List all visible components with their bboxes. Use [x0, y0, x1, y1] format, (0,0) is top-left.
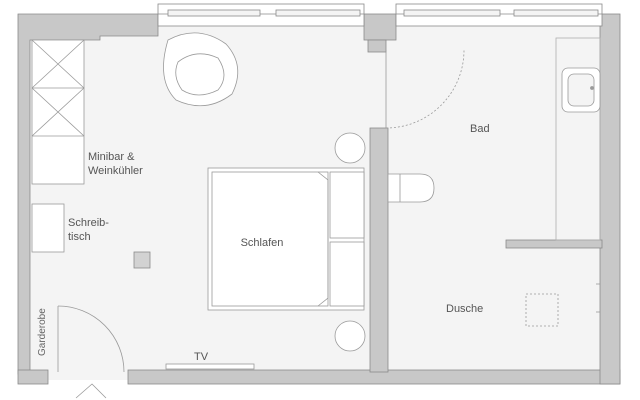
- armchair: [163, 32, 239, 107]
- bed: [207, 167, 365, 311]
- vanity: [555, 37, 601, 241]
- furniture-label-minibar: Minibar & Weinkühler: [88, 151, 143, 177]
- outer-walls: [17, 13, 621, 385]
- partition-walls: [369, 127, 603, 373]
- room-label-bathroom: Bad: [470, 123, 490, 135]
- toilet: [387, 173, 435, 203]
- furniture-label-desk: Schreib- tisch: [68, 217, 109, 243]
- shower-fixture: [596, 283, 600, 313]
- desk: [31, 203, 65, 253]
- window-left: [157, 3, 365, 27]
- entrance-door: [57, 305, 125, 373]
- bathroom-door: [385, 49, 465, 129]
- stool: [133, 251, 151, 269]
- entrance-arrow-icon: [75, 383, 107, 399]
- furniture-label-wardrobe: Garderobe: [37, 308, 48, 356]
- shower-drain: [525, 293, 559, 327]
- furniture-label-tv: TV: [194, 351, 209, 363]
- nightstand-top: [334, 132, 366, 164]
- room-label-shower: Dusche: [446, 303, 484, 315]
- tv-unit: [165, 363, 255, 370]
- nightstand-bottom: [334, 320, 366, 352]
- room-label-bedroom: Schlafen: [240, 237, 284, 249]
- minibar-cabinet: [31, 39, 85, 185]
- window-right: [395, 3, 603, 27]
